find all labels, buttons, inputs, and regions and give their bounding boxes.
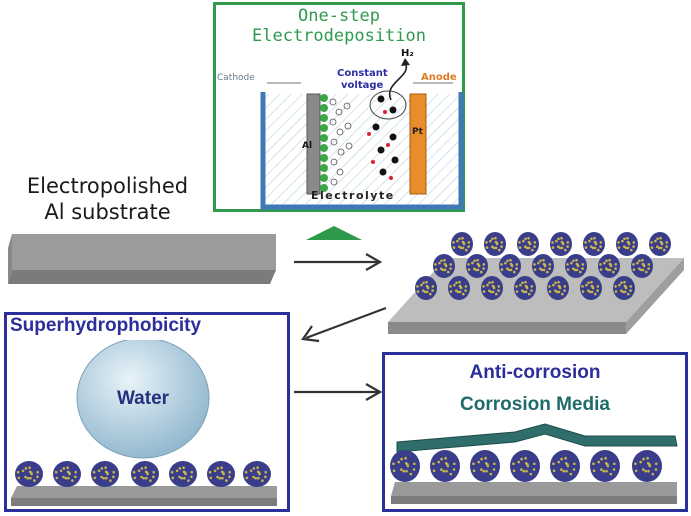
superhydrophobic-surface-scene <box>11 340 277 506</box>
nanocluster <box>451 232 473 256</box>
electrodeposition-title-line2: Electrodeposition <box>252 26 426 46</box>
organic-molecules <box>329 98 353 186</box>
nanocluster <box>131 461 159 487</box>
nanocluster <box>565 254 587 278</box>
process-pointer-icon <box>306 226 362 240</box>
h2-label: H₂ <box>401 48 414 59</box>
substrate-label-line2: Al substrate <box>44 200 171 224</box>
nanocluster <box>649 232 671 256</box>
cathode-label: Cathode <box>217 73 255 83</box>
nanocluster <box>590 450 620 482</box>
al-electrode <box>306 93 321 195</box>
arrow-right-1-icon <box>294 253 383 271</box>
constant-voltage-label-2: voltage <box>341 80 384 91</box>
anticorrosion-scene <box>390 423 678 504</box>
electrolyte-label: Electrolyte <box>311 189 395 202</box>
nanocluster <box>169 461 197 487</box>
nanocluster <box>580 276 602 300</box>
nanocluster <box>207 461 235 487</box>
coated-al-substrate <box>388 232 684 334</box>
al-label: Al <box>302 141 312 151</box>
bare-al-substrate <box>8 234 276 284</box>
nanocluster <box>514 276 536 300</box>
water-droplet <box>76 340 210 459</box>
nanocluster <box>448 276 470 300</box>
arrow-right-2-icon <box>294 383 383 401</box>
arrow-down-left-icon <box>301 306 387 343</box>
nanocluster <box>481 276 503 300</box>
nanocluster <box>484 232 506 256</box>
electrodeposition-title-line1: One-step <box>298 6 380 26</box>
nanocluster <box>91 461 119 487</box>
corrosion-media-label: Corrosion Media <box>460 394 610 415</box>
nanocluster <box>510 450 540 482</box>
nanocluster <box>532 254 554 278</box>
nanocluster <box>547 276 569 300</box>
nanocluster <box>433 254 455 278</box>
gas-bubble <box>369 90 407 120</box>
nanocluster <box>415 276 437 300</box>
corrosion-media-layer <box>396 423 678 453</box>
constant-voltage-label-1: Constant <box>337 68 388 79</box>
anticorrosion-title: Anti-corrosion <box>469 362 601 383</box>
nanocluster <box>430 450 460 482</box>
nanocluster-array <box>415 232 671 300</box>
deposited-ions <box>320 94 328 192</box>
nanocluster <box>53 461 81 487</box>
anode-label: Anode <box>421 72 457 83</box>
nanocluster <box>15 461 43 487</box>
nanocluster <box>632 450 662 482</box>
substrate-label-line1: Electropolished <box>26 174 189 198</box>
nanocluster <box>243 461 271 487</box>
nanocluster <box>616 232 638 256</box>
electrolyte-fill <box>263 94 463 204</box>
nanocluster <box>390 450 420 482</box>
nanocluster <box>583 232 605 256</box>
nanocluster <box>613 276 635 300</box>
superhydrophobicity-title: Superhydrophobicity <box>10 315 202 336</box>
pt-label: Pt <box>412 127 424 137</box>
pt-electrode <box>409 93 427 195</box>
nanocluster-row <box>390 450 662 482</box>
nanocluster <box>631 254 653 278</box>
nanocluster <box>598 254 620 278</box>
tank-walls <box>260 92 464 210</box>
nanocluster <box>499 254 521 278</box>
h2-arrow <box>388 61 408 101</box>
anions <box>367 95 399 180</box>
nanocluster-row <box>15 461 271 487</box>
nanocluster <box>466 254 488 278</box>
nanocluster <box>550 450 580 482</box>
water-label: Water <box>116 388 170 409</box>
nanocluster <box>550 232 572 256</box>
electrochemical-cell-diagram: Cathode Anode Constant voltage H₂ Al Pt … <box>217 48 464 210</box>
nanocluster <box>517 232 539 256</box>
nanocluster <box>470 450 500 482</box>
